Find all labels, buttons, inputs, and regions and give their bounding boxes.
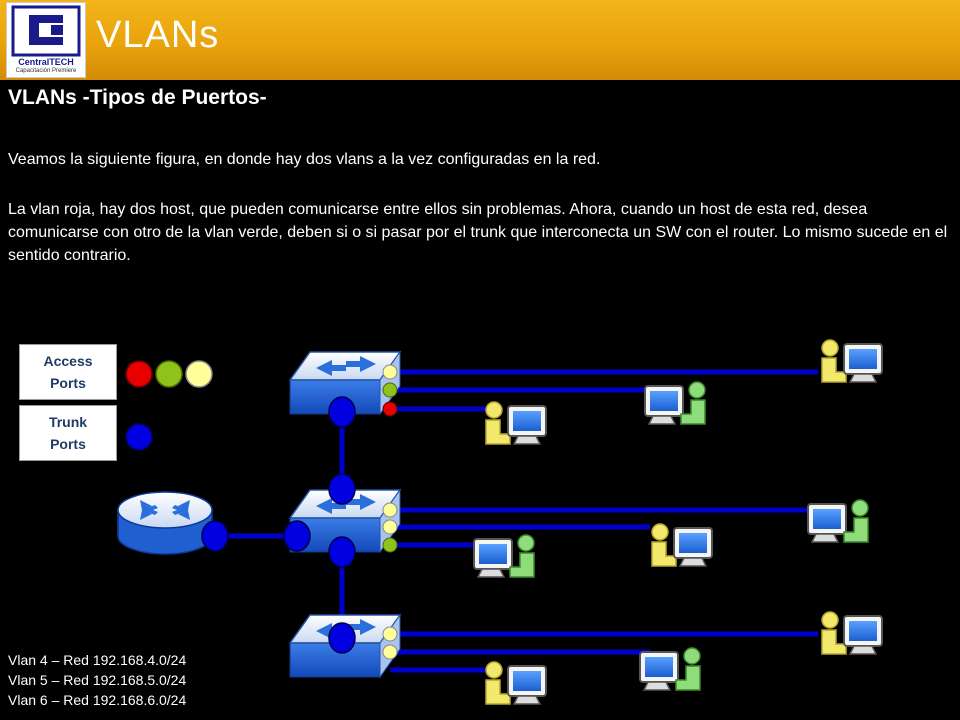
legend-red-access-port: [125, 360, 153, 388]
trunk-port-router: [201, 520, 229, 552]
access-port-sw2-green: [382, 537, 398, 553]
trunk-port-sw2-down: [328, 536, 356, 568]
access-port-sw3-yellow: [382, 626, 398, 642]
trunk-port-sw2-up: [328, 473, 356, 505]
access-port-sw1-red: [382, 401, 398, 417]
host-pc-icon: [639, 647, 701, 691]
legend-green-access-port: [155, 360, 183, 388]
host-pc-icon: [807, 499, 869, 543]
logo-icon: [11, 5, 81, 57]
access-port-sw3-yellow-2: [382, 644, 398, 660]
vlan-5-label: Vlan 5 – Red 192.168.5.0/24: [8, 672, 187, 688]
logo-text: CentralTECH: [18, 57, 74, 67]
trunk-port-sw3-up: [328, 622, 356, 654]
host-pc-icon: [485, 661, 547, 705]
access-port-sw1-green: [382, 382, 398, 398]
router-icon: [117, 491, 213, 555]
access-port-sw1-yellow: [382, 364, 398, 380]
paragraph-intro: Veamos la siguiente figura, en donde hay…: [8, 151, 601, 168]
host-pc-icon: [473, 534, 535, 578]
header-bar: CentralTECH Capacitación Premiere VLANs: [0, 0, 960, 80]
logo-subtext: Capacitación Premiere: [15, 68, 77, 74]
host-pc-icon: [651, 523, 713, 567]
slide-subtitle: VLANs -Tipos de Puertos-: [8, 86, 267, 109]
trunk-port-sw1-down: [328, 396, 356, 428]
host-pc-icon: [821, 339, 883, 383]
vlan-6-label: Vlan 6 – Red 192.168.6.0/24: [8, 692, 187, 708]
access-port-sw2-yellow: [382, 502, 398, 518]
access-port-sw2-yellow-2: [382, 519, 398, 535]
paragraph-explanation: La vlan roja, hay dos host, que pueden c…: [8, 201, 948, 264]
legend-trunk-label: Trunk Ports: [48, 414, 88, 452]
legend-access-label: Access Ports: [43, 353, 93, 391]
legend-trunk-port: [125, 423, 153, 451]
legend-access-ports: Access Ports: [19, 344, 117, 400]
page-title: VLANs: [96, 14, 220, 56]
legend-trunk-ports: Trunk Ports: [19, 405, 117, 461]
host-pc-icon: [821, 611, 883, 655]
host-pc-icon: [485, 401, 547, 445]
company-logo: CentralTECH Capacitación Premiere: [6, 2, 86, 78]
legend-yellow-access-port: [185, 360, 213, 388]
vlan-4-label: Vlan 4 – Red 192.168.4.0/24: [8, 652, 187, 668]
host-pc-icon: [644, 381, 706, 425]
trunk-port-sw2-router: [283, 520, 311, 552]
